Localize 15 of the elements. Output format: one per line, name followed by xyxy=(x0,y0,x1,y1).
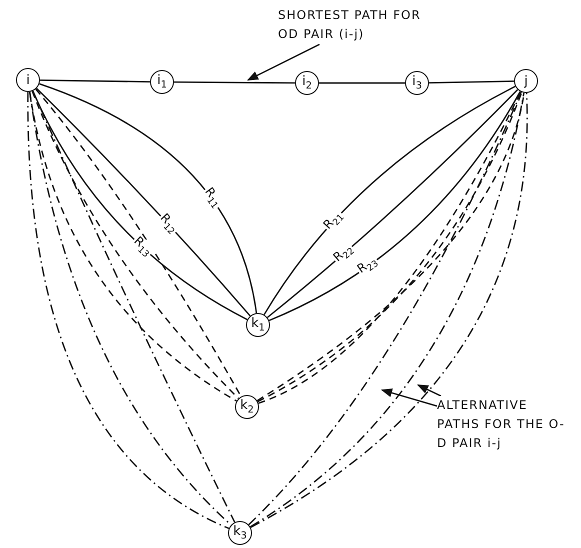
path-line xyxy=(40,79,150,83)
graph-node-circle: j xyxy=(514,69,538,93)
path-line xyxy=(319,82,405,84)
graph-node-circle: i$_{1}$ xyxy=(150,70,174,94)
leader-arrow xyxy=(247,44,320,81)
leader-arrow xyxy=(417,384,442,397)
graph-node-circle: i$_{2}$ xyxy=(295,71,319,95)
graph-node-circle: k$_{2}$ xyxy=(235,395,259,419)
graph-node-circle: k$_{3}$ xyxy=(228,521,252,545)
graph-node-circle: k$_{1}$ xyxy=(246,313,270,337)
path-line xyxy=(174,81,295,84)
graph-node-circle: i$_{3}$ xyxy=(405,71,429,95)
graph-node-circle: i xyxy=(16,68,40,92)
leader-arrow xyxy=(380,388,438,407)
path-line xyxy=(428,80,514,84)
